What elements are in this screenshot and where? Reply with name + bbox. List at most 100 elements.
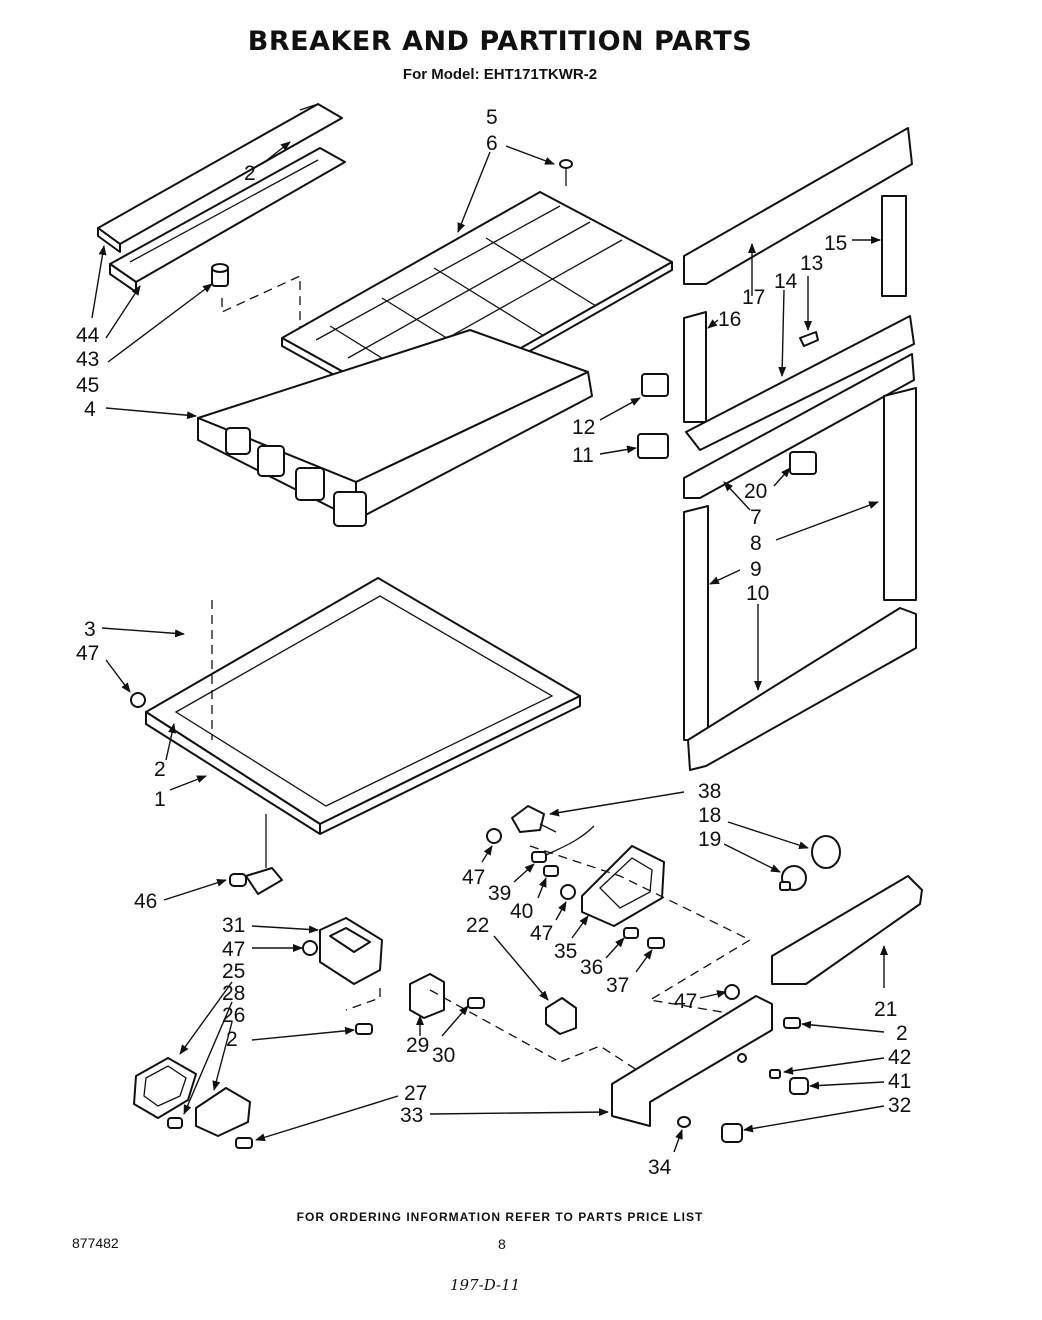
callout-1: 1 [154, 788, 166, 811]
leader-26 [212, 1021, 233, 1091]
callout-18: 18 [698, 804, 721, 827]
leader-43 [105, 285, 141, 339]
callout-22: 22 [466, 914, 489, 937]
callout-35: 35 [554, 940, 577, 963]
part-bar-14 [685, 315, 915, 451]
callout-44: 44 [76, 324, 100, 347]
part-switch-22 [545, 997, 577, 1035]
leader-18 [727, 821, 809, 850]
part-clip-47e [724, 984, 740, 1000]
callout-2: 2 [226, 1028, 238, 1051]
leader-46 [163, 878, 227, 901]
part-bar-7 [683, 353, 915, 499]
part-housing-26 [195, 1087, 251, 1137]
callout-11: 11 [572, 444, 594, 467]
callout-17: 17 [742, 286, 765, 309]
leader-38 [549, 791, 685, 817]
part-bracket-46 [229, 867, 283, 895]
callout-41: 41 [888, 1070, 911, 1093]
part-bulb-19 [779, 865, 807, 891]
leader-22 [493, 935, 549, 1001]
callout-30: 30 [432, 1044, 455, 1067]
callout-12: 12 [572, 416, 595, 439]
callout-45: 45 [76, 374, 99, 397]
part-bracket-12 [641, 373, 669, 397]
callout-2: 2 [154, 758, 166, 781]
callout-4: 4 [84, 398, 96, 421]
callout-47: 47 [462, 866, 485, 889]
dash-line-45 [221, 274, 301, 330]
part-switch-29 [409, 973, 445, 1019]
leader-3 [101, 627, 185, 638]
leader-4 [105, 407, 197, 420]
part-screw-40 [543, 865, 559, 877]
leader-19 [723, 843, 781, 873]
part-bottom-panel-10 [687, 607, 917, 771]
callout-37: 37 [606, 974, 629, 997]
part-screw-2e [783, 1017, 801, 1029]
leader-7 [723, 481, 751, 511]
leader-33 [429, 1108, 609, 1117]
callout-43: 43 [76, 348, 99, 371]
part-knob-41 [789, 1077, 809, 1095]
callout-28: 28 [222, 982, 245, 1005]
part-dial-34 [677, 1116, 691, 1128]
callout-29: 29 [406, 1034, 429, 1057]
leader-16 [707, 319, 719, 329]
callout-21: 21 [874, 998, 897, 1021]
part-screw-13 [799, 331, 819, 347]
part-gasket-25 [133, 1057, 197, 1119]
leader-39 [513, 863, 535, 883]
callout-3: 3 [84, 618, 96, 641]
model-subtitle: For Model: EHT171TKWR-2 [402, 66, 598, 83]
part-screw-30 [467, 997, 485, 1009]
callout-2: 2 [244, 162, 256, 185]
part-pin-36 [623, 927, 639, 939]
leader-8 [775, 501, 879, 541]
leader-25 [179, 981, 233, 1055]
callout-36: 36 [580, 956, 603, 979]
leader-20 [773, 467, 791, 487]
part-trim-9 [683, 505, 709, 741]
leader-27 [255, 1095, 399, 1142]
leader-12 [599, 397, 641, 421]
part-breaker-tray [197, 329, 593, 527]
callout-25: 25 [222, 960, 245, 983]
part-bracket-11 [637, 433, 669, 459]
leader-35 [571, 915, 589, 939]
part-control-panel-33 [611, 995, 773, 1127]
callout-6: 6 [486, 132, 498, 155]
dash-line-31 [345, 988, 381, 1011]
callout-7: 7 [750, 506, 762, 529]
part-clip-47c [486, 828, 502, 844]
callout-42: 42 [888, 1046, 911, 1069]
leader-1 [169, 775, 207, 791]
callout-47: 47 [530, 922, 553, 945]
callout-10: 10 [746, 582, 769, 605]
leader-41 [809, 1081, 885, 1090]
handwritten-code: 197-D-11 [450, 1276, 521, 1294]
leader-47c [481, 845, 493, 863]
callout-33: 33 [400, 1104, 423, 1127]
leader-2e [801, 1020, 885, 1033]
part-screw-6 [559, 159, 573, 186]
leader-32 [743, 1105, 885, 1133]
part-trim-8 [883, 387, 917, 601]
ordering-note: FOR ORDERING INFORMATION REFER TO PARTS … [296, 1210, 704, 1224]
leader-2d [251, 1026, 355, 1041]
callout-47: 47 [76, 642, 99, 665]
part-screw-45 [211, 263, 229, 287]
part-trim-21 [771, 875, 923, 985]
document-number: 877482 [72, 1235, 119, 1251]
callout-14: 14 [774, 270, 798, 293]
leader-42 [783, 1057, 885, 1075]
callout-5: 5 [486, 106, 498, 129]
leader-31 [251, 925, 319, 934]
leader-14 [778, 289, 787, 377]
leader-9 [709, 569, 741, 585]
part-bracket-20 [789, 451, 817, 475]
part-light-housing-35 [581, 845, 665, 927]
part-shelf-frame [145, 577, 581, 835]
callout-34: 34 [648, 1156, 672, 1179]
